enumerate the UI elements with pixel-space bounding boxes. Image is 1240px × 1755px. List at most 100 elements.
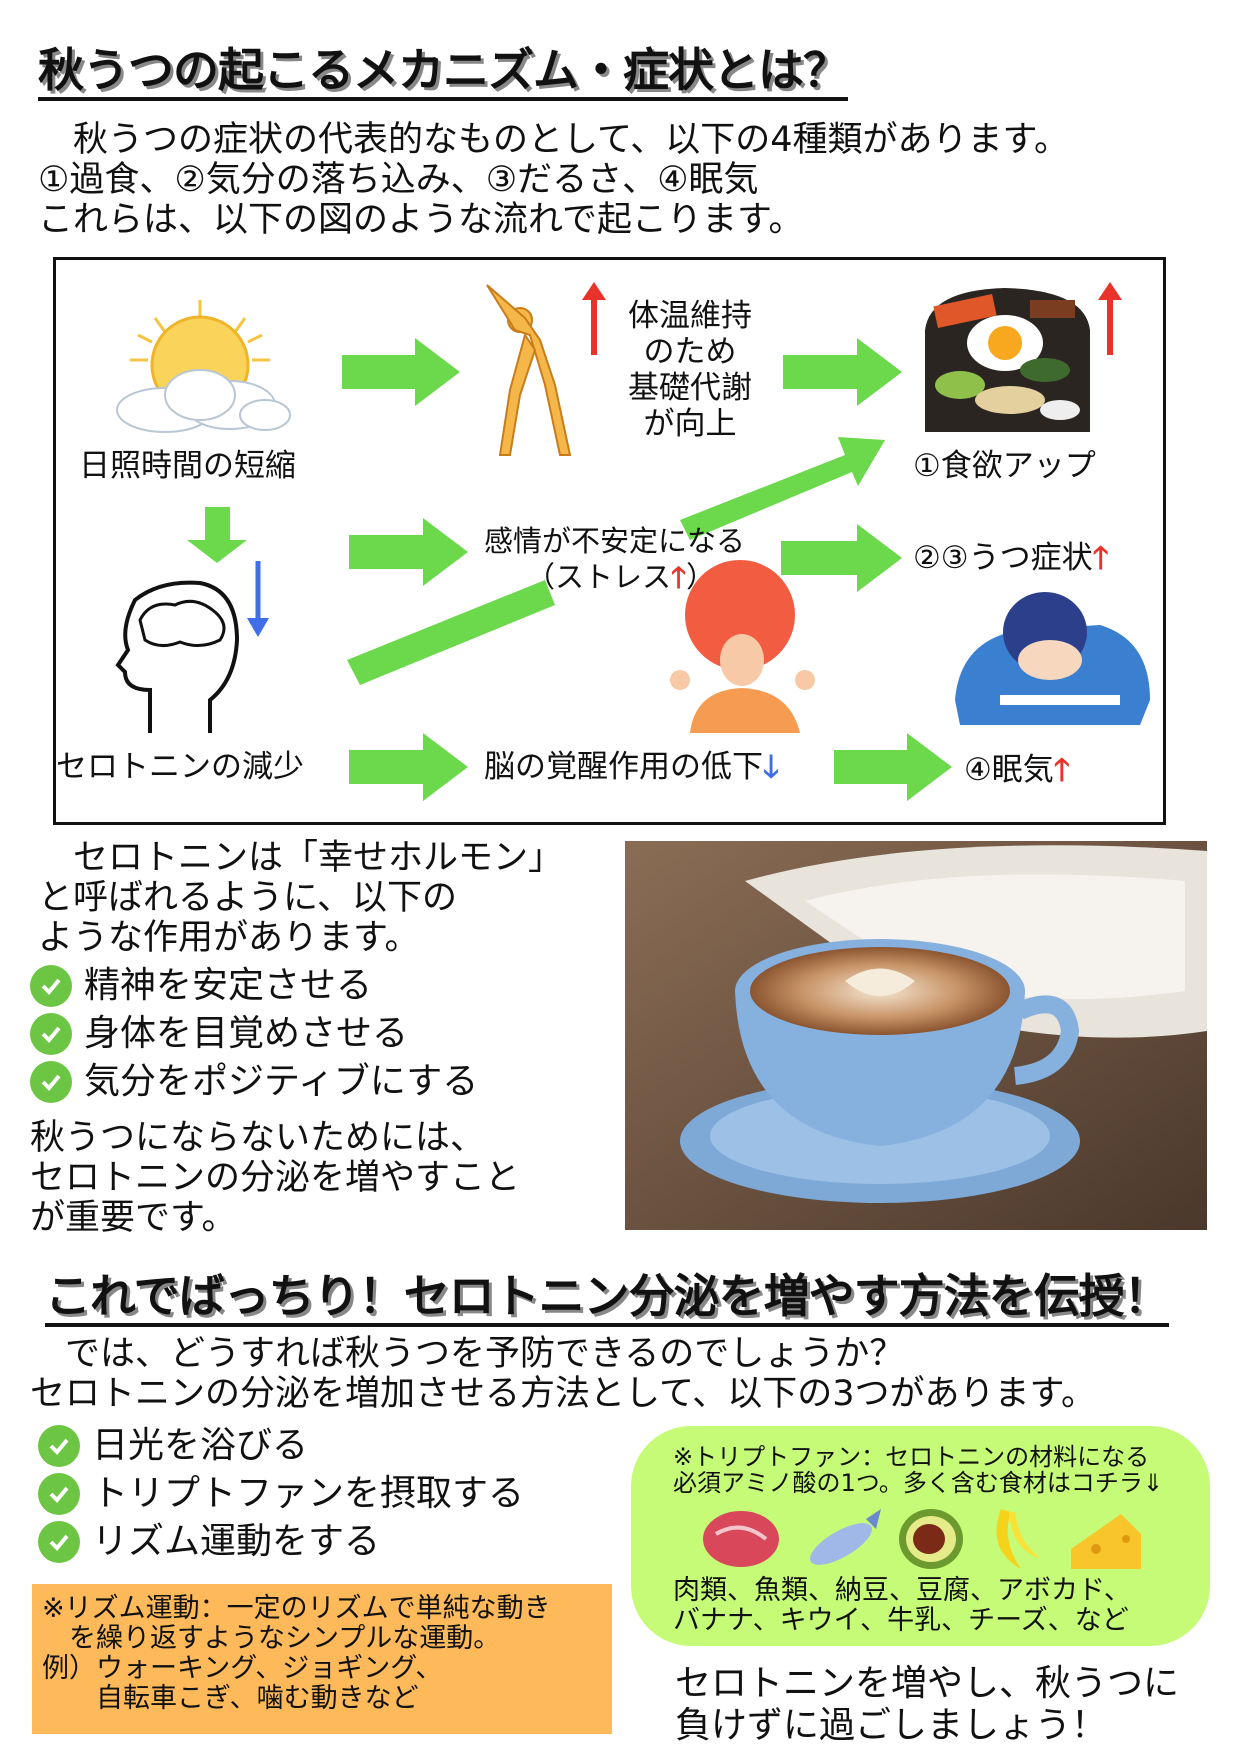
- closing-message: セロトニンを増やし、秋うつに 負けずに過ごしましょう！: [675, 1663, 1179, 1747]
- effect-item: 気分をポジティブにする: [30, 1061, 478, 1103]
- metabolism-line: が向上: [643, 406, 737, 442]
- diagram-graphics: [115, 282, 1150, 801]
- intro-line: ような作用があります。: [38, 918, 420, 958]
- method-label: トリプトファンを摂取する: [92, 1473, 525, 1514]
- arrow-right: [783, 338, 902, 406]
- label-stress: （ストレス 🡑 ）: [526, 560, 715, 594]
- effect-label: 身体を目覚めさせる: [84, 1013, 409, 1054]
- check-icon: [30, 1013, 72, 1055]
- sleepy-man-icon: [955, 592, 1150, 725]
- label-depression: ②③うつ症状🡑: [913, 540, 1109, 576]
- food-icons: [703, 1509, 1141, 1569]
- serotonin-effects-list: 精神を安定させる 身体を目覚めさせる 気分をポジティブにする: [30, 965, 478, 1103]
- effect-label: 精神を安定させる: [84, 965, 373, 1006]
- intro-line: と呼ばれるように、以下の: [38, 878, 457, 918]
- arrow-right: [342, 338, 460, 406]
- method-item: 日光を浴びる: [38, 1425, 524, 1467]
- arrow-down: [187, 507, 247, 563]
- intro-line: これらは、以下の図のような流れで起こります。: [38, 200, 804, 240]
- check-icon: [38, 1521, 80, 1563]
- label-arousal-down: 脳の覚醒作用の低下🡓: [484, 749, 779, 785]
- label-emotion: 感情が不安定になる: [484, 524, 746, 558]
- sleepiness-text: ④眠気: [964, 752, 1054, 788]
- note-line: 必須アミノ酸の1つ。多く含む食材はコチラ⇓: [673, 1469, 1163, 1497]
- effect-item: 精神を安定させる: [30, 965, 478, 1007]
- bibimbap-icon: [925, 288, 1090, 432]
- up-arrow-icon: 🡑: [1053, 752, 1070, 788]
- food-list-line: バナナ、キウイ、牛乳、チーズ、など: [673, 1605, 1129, 1636]
- section-title-mechanism: 秋うつの起こるメカニズム・症状とは？: [38, 44, 849, 101]
- note-line: ※リズム運動：一定のリズムで単純な動き: [42, 1593, 551, 1624]
- section-title-methods: これでばっちり！セロトニン分泌を増やす方法を伝授！: [45, 1270, 1170, 1327]
- flow-arrows: [187, 338, 952, 801]
- stressed-woman-icon: [670, 560, 815, 733]
- methods-intro: では、どうすれば秋うつを予防できるのでしょうか？ セロトニンの分泌を増加させる方…: [30, 1334, 1096, 1414]
- mechanism-diagram: [53, 257, 1166, 825]
- intro-line: セロトニンの分泌を増加させる方法として、以下の3つがあります。: [30, 1374, 1096, 1414]
- arrow-right: [781, 524, 902, 592]
- effect-label: 気分をポジティブにする: [84, 1061, 479, 1102]
- up-arrow-icon: [582, 282, 606, 355]
- rhythm-exercise-note: ※リズム運動：一定のリズムで単純な動き を繰り返すようなシンプルな運動。 例）ウ…: [32, 1584, 612, 1734]
- intro-text: 秋うつの症状の代表的なものとして、以下の4種類があります。 ①過食、②気分の落ち…: [38, 120, 1069, 240]
- method-item: リズム運動をする: [38, 1521, 524, 1563]
- arrow-right: [349, 518, 468, 586]
- down-arrow-icon: 🡓: [763, 749, 780, 785]
- check-icon: [30, 965, 72, 1007]
- stretching-person-icon: [486, 284, 572, 456]
- label-daylight: 日照時間の短縮: [79, 448, 296, 484]
- metabolism-line: 体温維持: [628, 298, 752, 334]
- method-item: トリプトファンを摂取する: [38, 1473, 524, 1515]
- label-serotonin-down: セロトニンの減少: [56, 749, 304, 785]
- tryptophan-note: ※トリプトファン：セロトニンの材料になる 必須アミノ酸の1つ。多く含む食材はコチ…: [631, 1426, 1210, 1646]
- label-sleepiness: ④眠気🡑: [964, 752, 1070, 788]
- coffee-photo: [625, 841, 1207, 1230]
- intro-line: セロトニンは「幸せホルモン」: [38, 838, 564, 878]
- intro-line: 秋うつの症状の代表的なものとして、以下の4種類があります。: [38, 120, 1069, 160]
- method-label: リズム運動をする: [92, 1521, 381, 1562]
- method-label: 日光を浴びる: [92, 1425, 309, 1466]
- label-metabolism: 体温維持 のため 基礎代謝 が向上: [612, 298, 768, 442]
- check-icon: [38, 1425, 80, 1467]
- arrow-right: [834, 733, 952, 801]
- conclusion-line: 秋うつにならないためには、: [30, 1118, 486, 1158]
- sun-cloud-icon: [116, 300, 291, 433]
- closing-line: 負けずに過ごしましょう！: [675, 1705, 1108, 1746]
- arrow-diagonal: [347, 580, 555, 685]
- arousal-text: 脳の覚醒作用の低下: [484, 749, 763, 785]
- arrow-right: [349, 733, 468, 801]
- note-line: を繰り返すようなシンプルな運動。: [42, 1623, 501, 1654]
- fish-icon: [810, 1509, 881, 1565]
- methods-list: 日光を浴びる トリプトファンを摂取する リズム運動をする: [38, 1425, 524, 1563]
- conclusion-line: が重要です。: [30, 1198, 237, 1238]
- stress-close: ）: [686, 560, 716, 594]
- check-icon: [38, 1473, 80, 1515]
- down-arrow-icon: [247, 561, 269, 637]
- food-list-line: 肉類、魚類、納豆、豆腐、アボカド、: [673, 1575, 1131, 1606]
- check-icon: [30, 1061, 72, 1103]
- note-line: 例）ウォーキング、ジョギング、: [42, 1653, 443, 1684]
- depression-text: ②③うつ症状: [913, 540, 1093, 576]
- arrow-diagonal: [680, 437, 885, 540]
- serotonin-conclusion: 秋うつにならないためには、 セロトニンの分泌を増やすこと が重要です。: [30, 1118, 520, 1238]
- metabolism-line: 基礎代謝: [628, 370, 752, 406]
- label-appetite: ①食欲アップ: [913, 448, 1096, 484]
- up-arrow-icon: 🡑: [671, 560, 687, 594]
- up-arrow-icon: 🡑: [1092, 540, 1109, 576]
- note-line: 自転車こぎ、噛む動きなど: [42, 1683, 419, 1714]
- conclusion-line: セロトニンの分泌を増やすこと: [30, 1158, 521, 1198]
- brain-head-icon: [115, 580, 240, 733]
- effect-item: 身体を目覚めさせる: [30, 1013, 478, 1055]
- avocado-icon: [899, 1509, 963, 1569]
- intro-line: では、どうすれば秋うつを予防できるのでしょうか？: [30, 1334, 905, 1374]
- intro-line: ①過食、②気分の落ち込み、③だるさ、④眠気: [38, 160, 759, 200]
- up-arrow-icon: [1098, 282, 1122, 355]
- note-line: ※トリプトファン：セロトニンの材料になる: [673, 1443, 1150, 1471]
- serotonin-intro: セロトニンは「幸せホルモン」 と呼ばれるように、以下の ような作用があります。: [38, 838, 563, 958]
- stress-text: （ストレス: [526, 560, 672, 594]
- banana-icon: [996, 1509, 1041, 1569]
- closing-line: セロトニンを増やし、秋うつに: [675, 1663, 1180, 1704]
- cheese-icon: [1071, 1514, 1141, 1569]
- metabolism-line: のため: [643, 334, 737, 370]
- meat-icon: [703, 1511, 779, 1567]
